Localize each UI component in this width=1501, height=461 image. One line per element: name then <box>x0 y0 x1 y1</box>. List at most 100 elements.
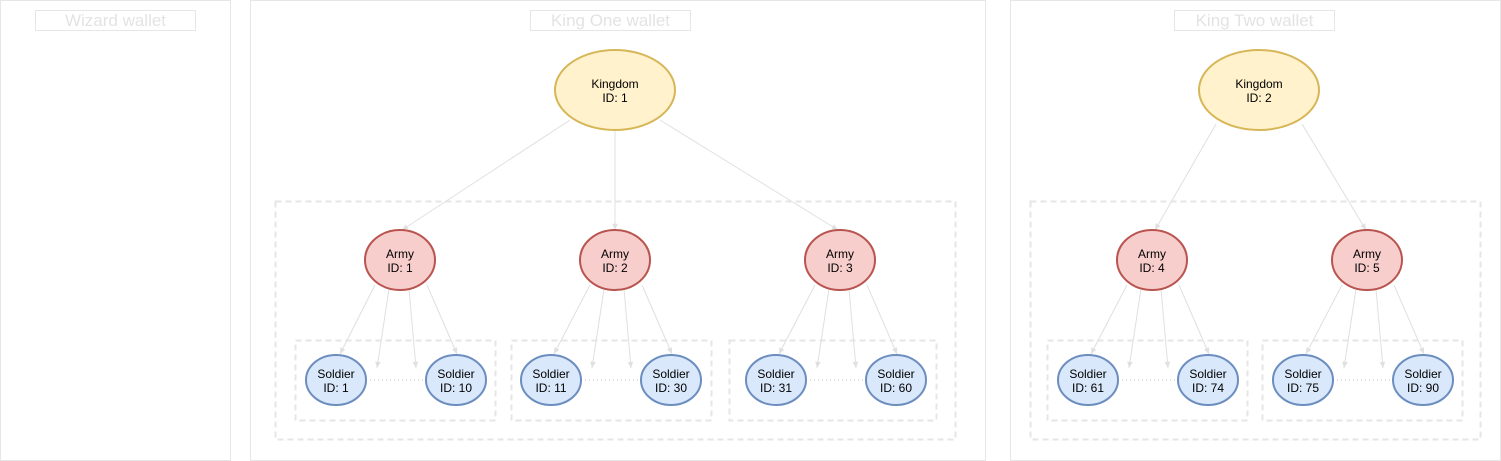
soldier-id: ID: 74 <box>1192 381 1224 395</box>
soldier-ellipse <box>425 354 487 406</box>
soldier-group-container <box>728 339 938 422</box>
edge-arrow <box>426 284 458 355</box>
kingdom-id: ID: 1 <box>602 91 628 105</box>
soldier-label: Soldier <box>1404 367 1441 381</box>
soldier-id: ID: 60 <box>880 381 912 395</box>
soldier-group-container <box>510 339 713 422</box>
soldier-id: ID: 30 <box>655 381 687 395</box>
soldier-node: Soldier ID: 75 <box>1272 354 1334 406</box>
soldier-ellipse <box>640 354 702 406</box>
edge-arrow <box>1375 288 1386 369</box>
soldier-ellipse <box>305 354 367 406</box>
kingdom-ellipse <box>554 49 676 131</box>
soldier-group-container <box>1261 339 1464 422</box>
army-id: ID: 4 <box>1139 261 1165 275</box>
army-label: Army <box>1353 247 1381 261</box>
soldier-label: Soldier <box>652 367 689 381</box>
wizard-wallet-panel <box>0 0 231 461</box>
army-id: ID: 3 <box>827 261 853 275</box>
kingdom-node: Kingdom ID: 1 <box>554 49 676 131</box>
army-node: Army ID: 2 <box>579 229 651 291</box>
soldier-id: ID: 10 <box>440 381 472 395</box>
soldier-ellipse <box>865 354 927 406</box>
soldier-ellipse <box>1272 354 1334 406</box>
soldier-ellipse <box>1177 354 1239 406</box>
soldier-label: Soldier <box>877 367 914 381</box>
soldier-group-container <box>294 339 497 422</box>
kingdom-army-edges <box>401 119 1367 231</box>
edge-arrow <box>401 119 571 231</box>
edge-arrow <box>553 284 591 355</box>
army-label: Army <box>386 247 414 261</box>
army-group-container <box>1029 200 1482 441</box>
soldier-node: Soldier ID: 61 <box>1057 354 1119 406</box>
edge-arrow <box>1342 288 1357 369</box>
army-id: ID: 2 <box>602 261 628 275</box>
army-label: Army <box>601 247 629 261</box>
king-one-wallet-title-box <box>530 10 691 31</box>
edge-arrow <box>408 288 419 369</box>
soldier-label: Soldier <box>437 367 474 381</box>
army-ellipse <box>1331 229 1403 291</box>
edge-arrow <box>866 284 898 355</box>
edge-arrow <box>1301 123 1367 231</box>
wizard-wallet-title: Wizard wallet <box>65 11 166 30</box>
edge-arrow <box>1393 284 1425 355</box>
soldier-id: ID: 11 <box>535 381 566 395</box>
soldier-node: Soldier ID: 10 <box>425 354 487 406</box>
soldier-ellipse <box>520 354 582 406</box>
army-node: Army ID: 5 <box>1331 229 1403 291</box>
kingdom-label: Kingdom <box>591 77 638 91</box>
soldier-group-container <box>1046 339 1249 422</box>
kingdom-id: ID: 2 <box>1246 91 1272 105</box>
edge-arrow <box>641 284 673 355</box>
army-ellipse <box>1116 229 1188 291</box>
army-id: ID: 1 <box>387 261 413 275</box>
army-ellipse <box>579 229 651 291</box>
army-id: ID: 5 <box>1354 261 1380 275</box>
soldier-label: Soldier <box>1189 367 1226 381</box>
soldier-id: ID: 61 <box>1072 381 1104 395</box>
soldier-node: Soldier ID: 30 <box>640 354 702 406</box>
edge-arrow <box>1305 284 1343 355</box>
soldier-label: Soldier <box>317 367 354 381</box>
soldier-label: Soldier <box>757 367 794 381</box>
soldier-label: Soldier <box>1069 367 1106 381</box>
soldier-node: Soldier ID: 31 <box>745 354 807 406</box>
army-node: Army ID: 3 <box>804 229 876 291</box>
army-soldier-edges <box>339 284 1425 369</box>
soldier-id: ID: 31 <box>760 381 792 395</box>
king-one-wallet-title: King One wallet <box>551 11 670 30</box>
edge-arrow <box>1160 288 1171 369</box>
soldier-id: ID: 90 <box>1407 381 1439 395</box>
soldier-node: Soldier ID: 60 <box>865 354 927 406</box>
kingdom-node: Kingdom ID: 2 <box>1198 49 1320 131</box>
edge-arrow <box>375 288 390 369</box>
edge-arrow <box>1127 288 1142 369</box>
soldier-node: Soldier ID: 11 <box>520 354 582 406</box>
army-label: Army <box>1138 247 1166 261</box>
soldier-label: Soldier <box>532 367 569 381</box>
soldier-node: Soldier ID: 74 <box>1177 354 1239 406</box>
wizard-wallet-title-box <box>35 10 196 31</box>
kingdom-label: Kingdom <box>1235 77 1282 91</box>
edge-arrow <box>1090 284 1128 355</box>
king-two-wallet-title: King Two wallet <box>1196 11 1314 30</box>
army-label: Army <box>826 247 854 261</box>
edge-arrow <box>623 288 634 369</box>
soldier-ellipse <box>1392 354 1454 406</box>
edge-arrow <box>848 288 859 369</box>
army-ellipse <box>364 229 436 291</box>
edge-arrow <box>339 284 376 355</box>
army-node: Army ID: 4 <box>1116 229 1188 291</box>
soldier-ellipse <box>745 354 807 406</box>
army-node: Army ID: 1 <box>364 229 436 291</box>
edge-arrow <box>778 284 816 355</box>
soldier-id: ID: 1 <box>323 381 349 395</box>
edge-arrow <box>1154 123 1217 231</box>
soldier-ellipse <box>1057 354 1119 406</box>
soldier-node: Soldier ID: 90 <box>1392 354 1454 406</box>
king-two-wallet-title-box <box>1174 10 1335 31</box>
soldier-label: Soldier <box>1284 367 1321 381</box>
